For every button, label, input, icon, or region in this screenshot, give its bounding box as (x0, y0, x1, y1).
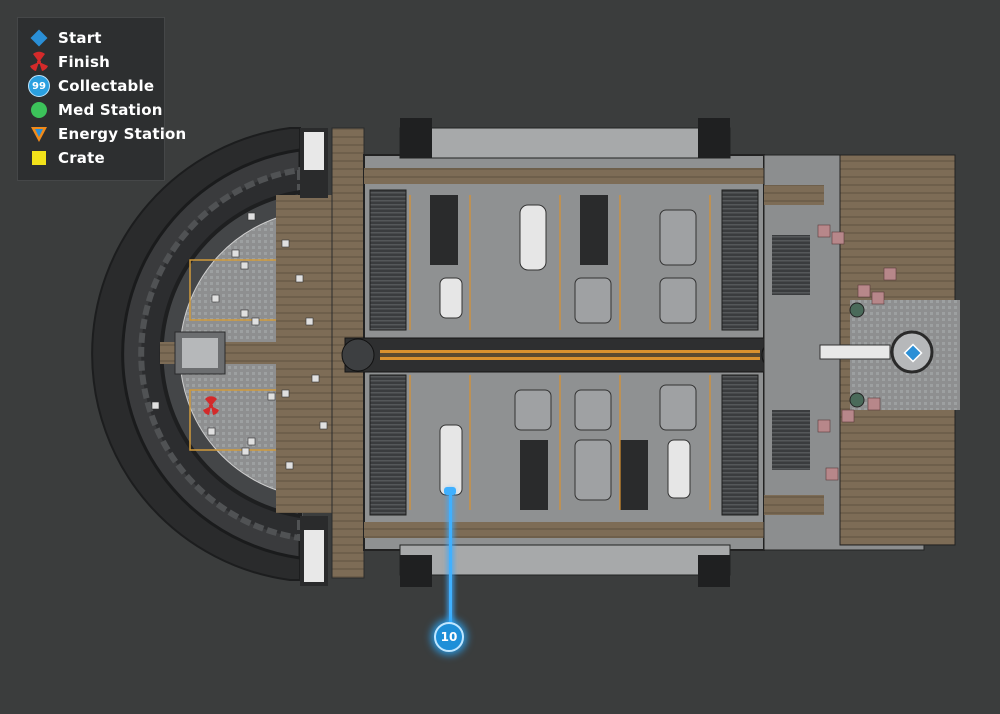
hangar-body (341, 118, 795, 587)
finish-marker[interactable] (201, 396, 221, 416)
legend-label-energy-station: Energy Station (58, 125, 187, 143)
legend-label-finish: Finish (58, 53, 111, 71)
legend-item-finish: Finish (28, 51, 110, 73)
collectable-callout-10[interactable]: 10 (434, 622, 464, 652)
legend-item-crate: Crate (28, 147, 105, 169)
legend-item-med-station: Med Station (28, 99, 163, 121)
callout-line (449, 490, 452, 624)
legend-label-start: Start (58, 29, 102, 47)
legend-label-med-station: Med Station (58, 101, 163, 119)
start-diamond-icon (30, 29, 48, 47)
energy-station-triangle-icon (31, 127, 47, 142)
right-section (763, 154, 960, 551)
legend-item-energy-station: Energy Station (28, 123, 186, 145)
collectable-badge-icon: 99 (28, 75, 50, 97)
crate-square-icon (32, 151, 46, 165)
finish-radiation-icon (30, 51, 48, 71)
legend-item-start: Start (28, 27, 102, 49)
legend-item-collectable: 99 Collectable (28, 75, 154, 97)
collectable-badge-text: 99 (32, 80, 46, 92)
start-marker[interactable] (903, 343, 923, 363)
arc-props (151, 212, 328, 470)
med-station-circle-icon (31, 102, 47, 118)
map-legend: Start Finish 99 Collectable Med Station … (17, 17, 186, 181)
callout-anchor (444, 487, 456, 495)
legend-label-crate: Crate (58, 149, 105, 167)
legend-label-collectable: Collectable (58, 77, 155, 95)
